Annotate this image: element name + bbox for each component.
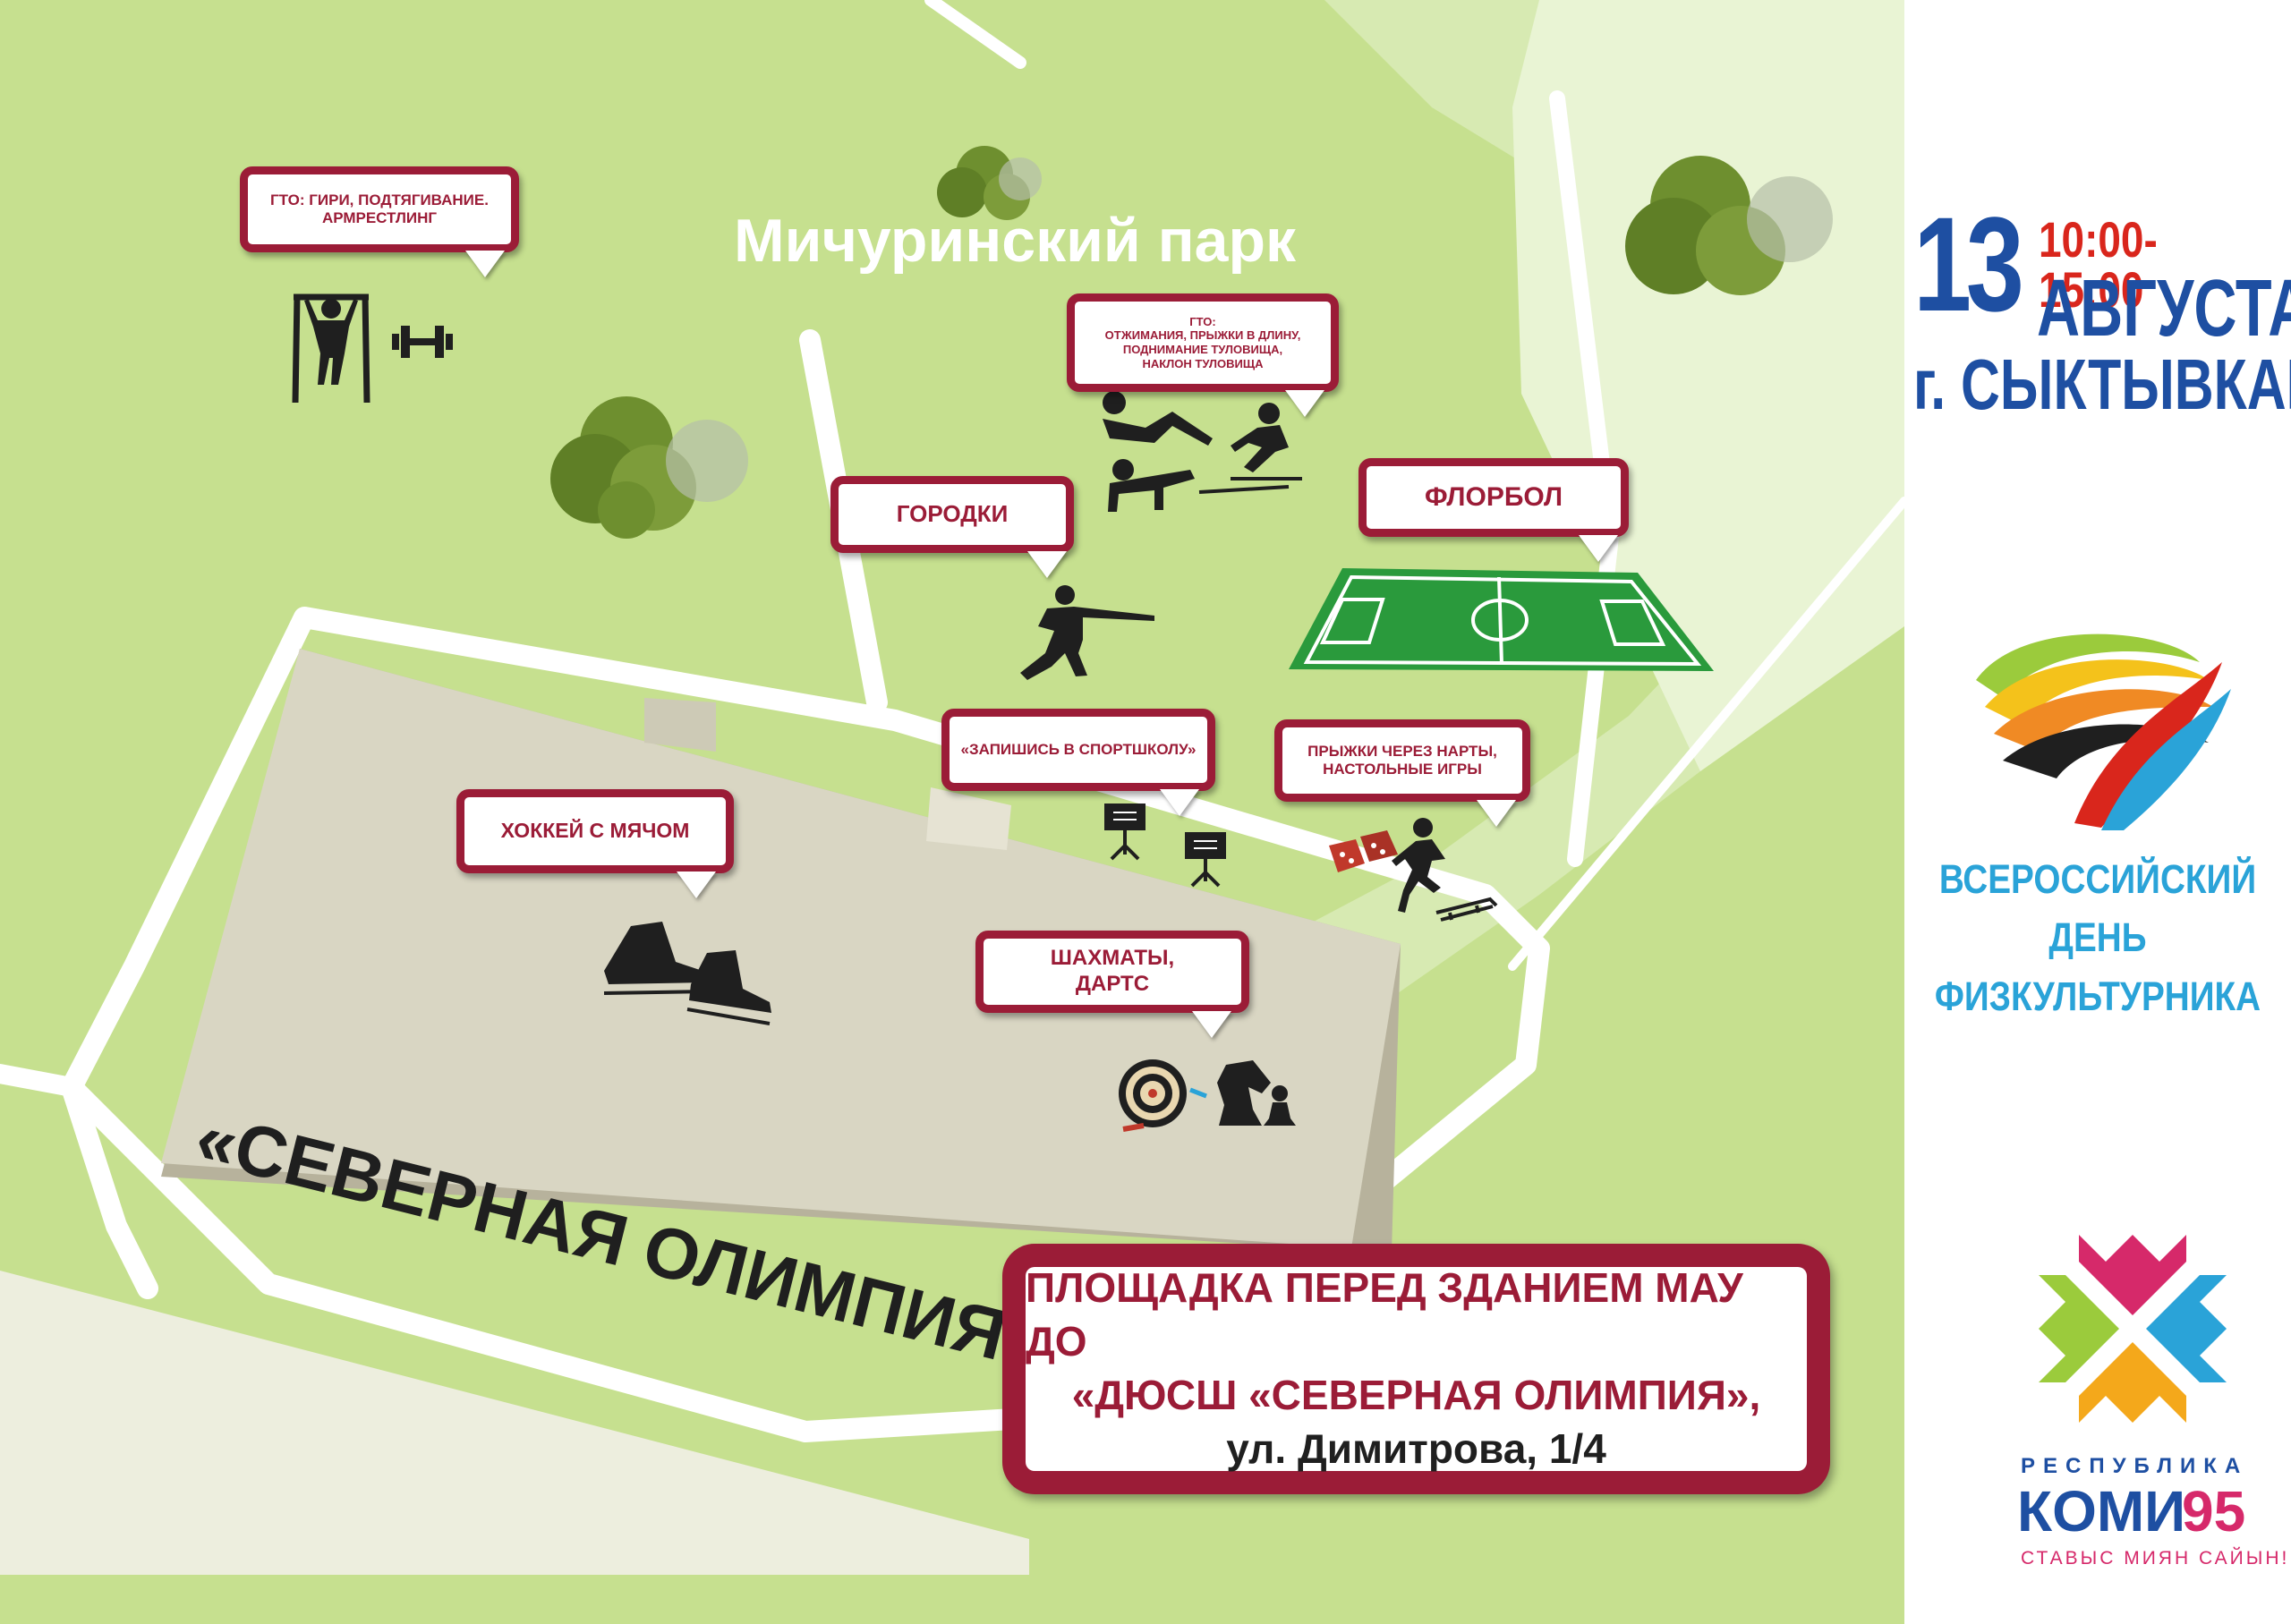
football-field-icon	[1289, 568, 1714, 671]
jumper-icon	[1392, 818, 1445, 913]
music-stand-icon	[1104, 803, 1146, 861]
event-day: 13	[1913, 189, 2024, 339]
dumbbell-icon	[392, 326, 453, 358]
address-panel: ПЛОЩАДКА ПЕРЕД ЗДАНИЕМ МАУ ДО «ДЮСШ «СЕВ…	[1026, 1264, 1807, 1472]
slogan-label: СТАВЫС МИЯН САЙЫН!	[2021, 1548, 2290, 1569]
festival-rings-logo	[1976, 633, 2231, 830]
anniversary-label: 95	[2182, 1479, 2246, 1543]
callout-pointer	[1192, 1011, 1231, 1038]
callout-pointer	[465, 251, 505, 277]
event-name: ВСЕРОССИЙСКИЙ ДЕНЬ ФИЗКУЛЬТУРНИКА	[1934, 856, 2261, 1019]
chess-pawn-icon	[1264, 1085, 1296, 1126]
tree-icon	[937, 146, 1042, 220]
event-city: г. СЫКТЫВКАР	[1913, 344, 2291, 424]
address-line-2: «ДЮСШ «СЕВЕРНАЯ ОЛИМПИЯ»,	[1071, 1372, 1761, 1418]
komi-label: КОМИ	[2017, 1479, 2186, 1543]
road-area	[0, 1271, 1029, 1624]
sled-icon	[1435, 897, 1498, 922]
komi-95-logo	[2039, 1235, 2227, 1423]
tree-icon	[550, 396, 748, 539]
pushup-icon	[1108, 459, 1290, 512]
building-entrance	[926, 787, 1011, 850]
callout-gto-pushups: ГТО: ОТЖИМАНИЯ, ПРЫЖКИ В ДЛИНУ, ПОДНИМАН…	[1067, 293, 1339, 392]
callout-pointer	[1477, 800, 1516, 827]
callout-pointer	[677, 872, 716, 898]
event-info-panel: 13 10:00-15:00 АВГУСТА г. СЫКТЫВКАР ВСЕР…	[1904, 0, 2291, 1624]
building-annex	[644, 698, 716, 752]
republic-label: РЕСПУБЛИКА	[2021, 1454, 2249, 1478]
bottom-grass	[0, 1575, 1904, 1624]
music-stand-icon	[1185, 832, 1226, 888]
skates-icon	[603, 922, 771, 1025]
callout-sport-school: «ЗАПИШИСЬ В СПОРТШКОЛУ»	[941, 709, 1215, 791]
callout-pointer	[1285, 390, 1324, 417]
address-line-1: ПЛОЩАДКА ПЕРЕД ЗДАНИЕМ МАУ ДО	[1026, 1264, 1743, 1365]
tree-icon	[1625, 156, 1833, 295]
dartboard-icon	[1119, 1059, 1207, 1132]
long-jump-icon	[1231, 403, 1302, 480]
event-time: 10:00-15:00	[2039, 211, 2158, 318]
callout-pointer	[1027, 551, 1067, 578]
gorodki-thrower-icon	[1020, 585, 1154, 680]
chess-knight-icon	[1217, 1060, 1271, 1126]
address-box: ПЛОЩАДКА ПЕРЕД ЗДАНИЕМ МАУ ДО «ДЮСШ «СЕВ…	[1002, 1244, 1830, 1494]
dice-icon	[1329, 830, 1398, 872]
callout-chess-darts: ШАХМАТЫ, ДАРТС	[975, 931, 1249, 1013]
callout-floorball: ФЛОРБОЛ	[1358, 458, 1629, 537]
callout-gorodki: ГОРОДКИ	[830, 476, 1074, 553]
callout-pointer	[1579, 535, 1618, 562]
callout-narty-jumps: ПРЫЖКИ ЧЕРЕЗ НАРТЫ, НАСТОЛЬНЫЕ ИГРЫ	[1274, 719, 1530, 802]
pullup-bar-icon	[292, 293, 370, 404]
situps-icon	[1103, 391, 1213, 446]
callout-gto-weights: ГТО: ГИРИ, ПОДТЯГИВАНИЕ. АРМРЕСТЛИНГ	[240, 166, 519, 252]
event-map: Мичуринский парк «СЕВЕРНАЯ ОЛИМПИЯ» ГТО:…	[0, 0, 1904, 1624]
callout-ball-hockey: ХОККЕЙ С МЯЧОМ	[456, 789, 734, 873]
address-street: ул. Димитрова, 1/4	[1226, 1424, 1606, 1472]
callout-pointer	[1160, 789, 1199, 816]
event-month: АВГУСТА	[2037, 264, 2291, 353]
park-label: Мичуринский парк	[734, 207, 1297, 275]
